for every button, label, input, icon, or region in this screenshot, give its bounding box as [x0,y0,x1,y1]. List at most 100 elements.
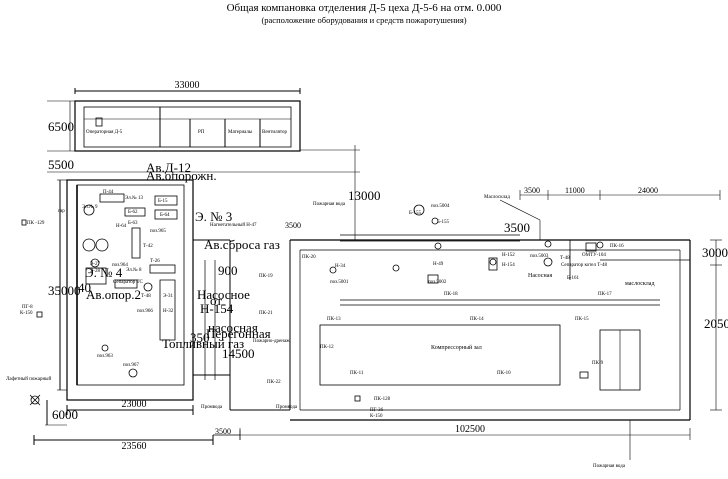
fire-pk18: ПК-18 [444,292,458,297]
dim-6000: 6000 [52,407,78,422]
room-pump: Насосная [528,273,552,279]
fire-pk15: ПК-15 [575,317,589,322]
eq-t42: Т-42 [143,244,153,249]
label-e4: Э. № 4 [85,265,123,280]
eq-pos967: поз.967 [123,363,139,368]
fire-mon-left: Лафетный пожарный [6,377,51,382]
fire-k150a: К-150 [20,311,33,316]
title-main: Общая компановка отделения Д-5 цеха Д-5-… [226,2,502,14]
fire-promwater1: Промвода [201,405,223,410]
eq-sp-ts: Сепаратор ТС [113,280,144,285]
fire-pk22: ПК-22 [267,380,281,385]
label-avoporozhn: Ав.опорожн. [146,168,217,183]
label-e3: Э. № 3 [195,209,232,224]
eq-h64: Н-64 [116,224,127,229]
equipment-main [329,204,604,379]
dim-14500: 14500 [222,346,255,361]
fire-pk13: ПК-13 [327,317,341,322]
eq-pos5003: поз.5003 [530,254,549,259]
eq-b15: Б-15 [158,199,168,204]
equipment-left [82,193,178,378]
label-avsrosku: Ав.сброса газ [204,237,280,252]
dim-3500b: 3500 [524,186,540,195]
room-ventilation: Вентилятор [262,130,288,135]
room-firewater: Пожарно-дренаж [253,339,290,344]
eq-e27: Э-27 [90,262,100,267]
fire-pg36: ПГ-36 [370,408,384,413]
eq-b161: Б-161 [567,276,580,281]
dim-13000: 13000 [348,188,381,203]
fire-pk20: ПК-20 [302,255,316,260]
eq-b64: Б-64 [160,213,170,218]
eq-t26: Т-26 [150,259,160,264]
fire-pg8: ПГ-8 [22,305,33,310]
label-nasosnaya: насосная [208,320,258,335]
fire-pk21: ПК-21 [259,311,273,316]
dim-3500c: 3500 [215,427,231,436]
fire-pozh-voda-bottom: Пожарная вода [593,464,626,469]
top-building [47,88,360,173]
room-operator: Операторная Д-5 [86,130,123,135]
eq-e28: Э-28 [90,269,100,274]
eq-b63: Б-63 [128,221,138,226]
dim-11000: 11000 [565,186,585,195]
eq-h34: Н-34 [335,264,346,269]
title-sub: (расположение оборудования и средств пож… [261,15,467,25]
label-peregon: Перегонная [206,326,271,341]
label-nasosnie: Насосное [197,287,250,302]
label-avopor2: Ав.опор.2 [86,287,141,302]
dim-102500: 102500 [455,424,485,435]
eq-n32: Н-32 [163,309,174,314]
eq-pos964: поз.964 [112,263,128,268]
room-materials: Материалы [228,130,253,135]
eq-h154b: Н-154 [502,263,515,268]
room-maslosklad-top: Маслосклад [484,195,510,200]
dim-24000: 24000 [638,186,658,195]
fire-pk14: ПК-14 [470,317,484,322]
eq-b155b: Б-155 [437,220,450,225]
fire-pk12: ПК-12 [320,345,334,350]
fire-k150b: К-150 [370,414,383,419]
fire-pozh-voda-top: Пожарная вода [313,202,346,207]
connecting-corridor [193,239,291,411]
fire-pk10: ПК-10 [497,371,511,376]
dim-23560: 23560 [122,441,147,452]
eq-pos965: поз.965 [150,229,166,234]
fire-gar: гар [58,209,65,214]
dim-20500: 20500 [704,316,728,331]
eq-pos5001: поз.5001 [330,280,349,285]
drawing-title: Общая компановка отделения Д-5 цеха Д-5-… [0,2,728,25]
eq-sep-t48: Сепаратор котел Т-48 [561,263,607,268]
dim-33000: 33000 [175,80,200,91]
room-oil-storage: маслосклад [625,281,655,287]
fire-pk19: ПК-19 [259,274,273,279]
dim-900: 900 [218,263,238,278]
fire-pk11: ПК-11 [350,371,364,376]
dim-35000: 35000 [48,283,81,298]
label-350: 350 [190,330,210,345]
dimension-lines [213,145,722,460]
room-compressor-hall: Компрессорный зал [431,344,482,351]
main-building [290,234,691,421]
eq-b155: Б-155 [409,211,422,216]
fire-pk16: ПК-16 [610,244,624,249]
eq-pos5004: поз.5004 [431,204,450,209]
label-d12: Ав.Д-12 [146,160,191,175]
eq-pos-t48: Т-48 [560,256,570,261]
label-h154: Н-154 [200,301,234,316]
dim-3500a: 3500 [504,220,530,235]
dim-6500: 6500 [48,119,74,134]
eq-h49: Н-49 [433,262,444,267]
fire-pk129: ПК -129 [27,221,45,226]
eq-h152: Н-152 [502,253,515,258]
eq-nagn: Нагнетательный Н-47 [210,223,257,228]
fire-promwater2: Промвода [276,405,298,410]
eq-e-n9: Эл.№ 9 [82,204,98,210]
dim-23000: 23000 [122,399,147,410]
eq-e-n8: Эл.№ 8 [126,267,142,273]
eq-pos966: поз.966 [137,309,153,314]
label-e40: 40 [78,280,91,295]
fire-pk17: ПК-17 [598,292,612,297]
eq-pos963: поз.963 [97,354,113,359]
